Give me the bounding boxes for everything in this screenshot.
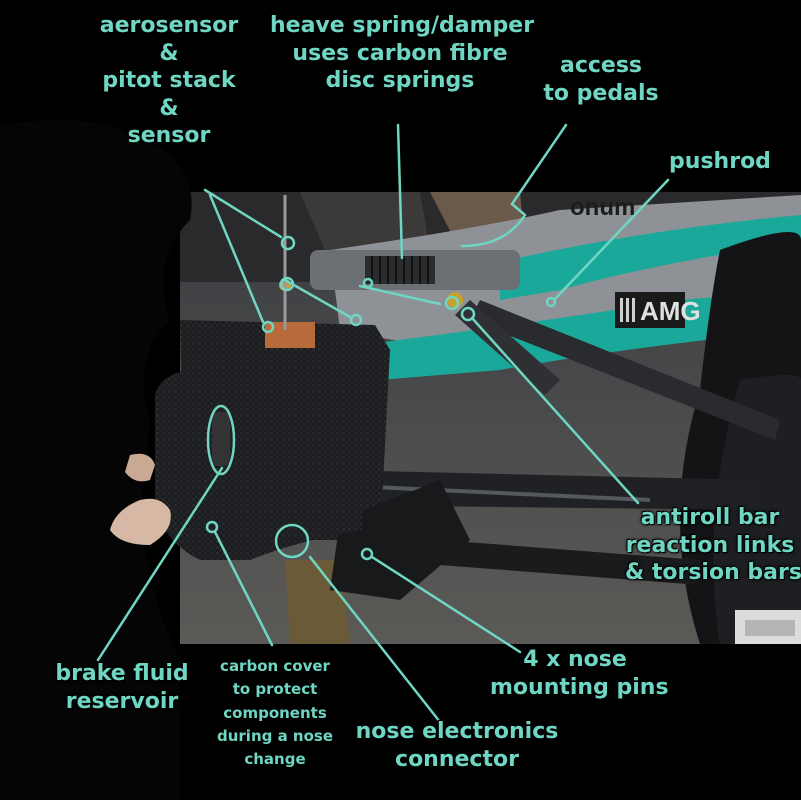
label-nose-electronics-connector: nose electronics connector <box>355 719 559 772</box>
amg-badge: AMG <box>615 292 701 328</box>
label-aerosensor: aerosensor & pitot stack & sensor <box>99 13 239 148</box>
label-antiroll-bar: antiroll bar reaction links & torsion ba… <box>625 505 801 585</box>
reservoir-leader <box>96 404 236 662</box>
svg-text:AMG: AMG <box>640 296 701 326</box>
label-pushrod: pushrod <box>669 149 771 174</box>
connector-leader <box>274 523 442 724</box>
pedals-leader <box>460 123 568 248</box>
pins-leader <box>360 547 522 654</box>
label-brake-fluid-reservoir: brake fluid reservoir <box>55 661 189 714</box>
label-heave-spring: heave spring/damper uses carbon fibre di… <box>270 13 535 93</box>
label-nose-mounting-pins: 4 x nose mounting pins <box>490 647 669 700</box>
antiroll-leader <box>460 306 640 505</box>
label-carbon-cover: carbon cover to protect components durin… <box>216 657 334 768</box>
brake-fluid-reservoir-window <box>212 412 230 466</box>
label-pedals-access: access to pedals <box>543 53 659 106</box>
dark-foreground <box>0 120 210 800</box>
pushrod-leader <box>545 178 670 308</box>
heave-leader <box>279 123 460 327</box>
hand <box>110 498 171 545</box>
cover-leader <box>205 520 274 647</box>
heave-damper-assembly <box>265 195 520 348</box>
leader-lines <box>96 123 670 724</box>
aerosensor-leader <box>203 188 296 334</box>
carbon-cover <box>155 368 362 560</box>
partial-livery-text: onum <box>570 194 635 221</box>
